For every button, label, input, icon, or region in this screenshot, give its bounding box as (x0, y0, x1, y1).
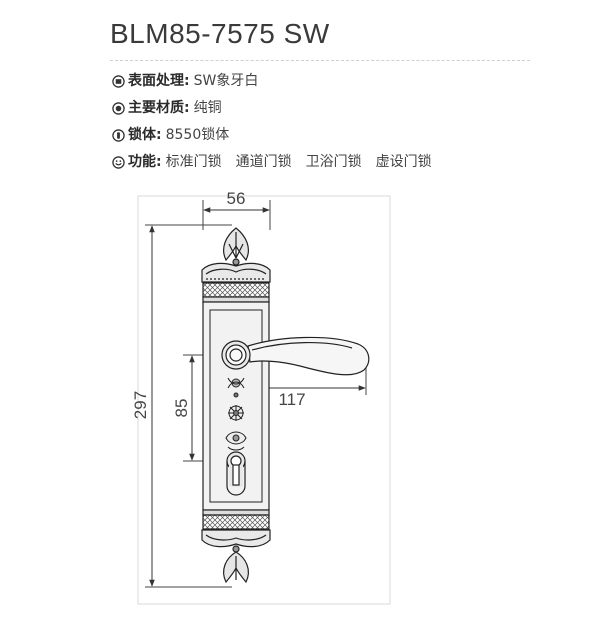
decorative-rosettes (225, 377, 247, 451)
title-divider (110, 60, 530, 61)
lever-handle (247, 336, 370, 376)
rosette-middle (228, 405, 244, 421)
function-item-dummy: 虚设门锁 (375, 154, 432, 170)
finish-icon (112, 75, 125, 88)
spec-lockbody: 锁体: 8550锁体 (112, 122, 446, 149)
product-model-title: BLM85-7575 SW (110, 18, 330, 49)
spec-finish-value: SW象牙白 (193, 73, 259, 89)
top-finial-ornament (223, 227, 249, 266)
function-item-standard: 标准门锁 (165, 154, 222, 170)
spec-list: 表面处理: SW象牙白 主要材质: 纯铜 锁体: 8550锁体 功能: 标准门锁… (112, 68, 446, 176)
spec-material-label: 主要材质 (128, 100, 184, 116)
spec-functions-label: 功能 (128, 154, 156, 170)
material-icon (112, 102, 125, 115)
lockbody-icon (112, 129, 125, 142)
function-item-passage: 通道门锁 (235, 154, 292, 170)
spec-lockbody-value: 8550锁体 (165, 127, 230, 143)
dimension-height-label: 297 (131, 391, 150, 419)
drawing-frame (137, 195, 391, 605)
spec-finish: 表面处理: SW象牙白 (112, 68, 446, 95)
spec-lockbody-label: 锁体 (128, 127, 156, 143)
spec-material-value: 纯铜 (193, 100, 222, 116)
spec-material: 主要材质: 纯铜 (112, 95, 446, 122)
dimension-width-label: 56 (227, 189, 246, 208)
rosette-lower (225, 431, 247, 451)
crown-ornament (201, 262, 271, 283)
function-item-bathroom: 卫浴门锁 (305, 154, 362, 170)
rosette-top (227, 377, 245, 398)
dimension-center-distance-label: 85 (172, 399, 191, 418)
handle-rose (221, 340, 251, 370)
function-icon (112, 156, 125, 169)
dimension-handle-length-label: 117 (278, 390, 305, 409)
spec-functions: 功能: 标准门锁 通道门锁 卫浴门锁 虚设门锁 (112, 149, 446, 176)
bottom-finial-ornament (223, 545, 249, 584)
spec-finish-label: 表面处理 (128, 73, 184, 89)
keyhole-cylinder (226, 451, 246, 496)
dimension-height: 297 (131, 224, 232, 588)
dimension-width: 56 (202, 189, 271, 230)
